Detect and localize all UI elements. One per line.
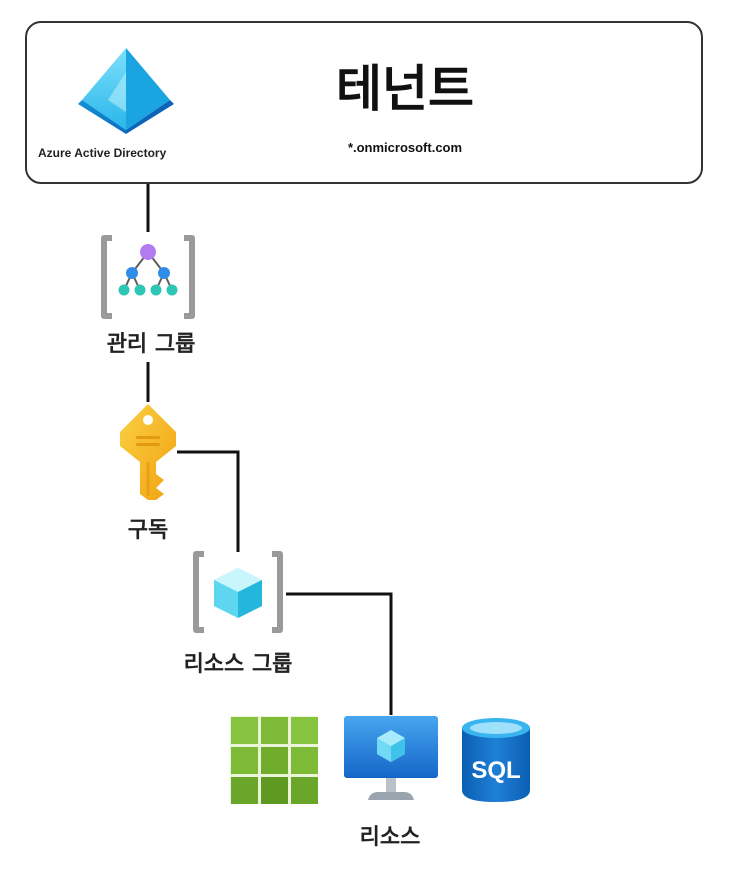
azure-active-directory-icon bbox=[78, 48, 174, 134]
tenant-domain: *.onmicrosoft.com bbox=[347, 140, 463, 155]
connector-subscription-to-rg bbox=[177, 450, 240, 552]
app-grid-icon bbox=[230, 716, 318, 804]
management-group-label: 관리 그룹 bbox=[106, 332, 196, 357]
key-icon bbox=[120, 404, 176, 500]
management-group-icon bbox=[101, 235, 195, 319]
sql-database-icon: SQL bbox=[462, 718, 530, 802]
subscription-label: 구독 bbox=[127, 518, 169, 543]
resources-label: 리소스 bbox=[359, 825, 421, 850]
resource-group-label: 리소스 그룹 bbox=[183, 652, 293, 677]
aad-label: Azure Active Directory bbox=[38, 146, 167, 160]
connector-lines bbox=[146, 184, 393, 715]
sql-text: SQL bbox=[471, 757, 520, 784]
connector-rg-to-resources bbox=[286, 592, 393, 715]
virtual-machine-icon bbox=[344, 716, 438, 800]
resource-group-icon bbox=[193, 551, 283, 633]
tenant-title: 테넌트 bbox=[336, 60, 474, 118]
